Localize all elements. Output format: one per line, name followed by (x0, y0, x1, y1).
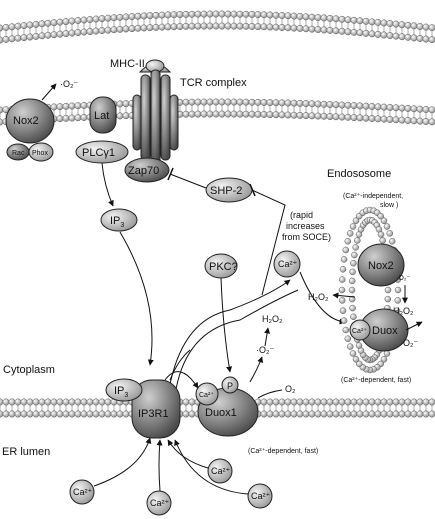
calcium-lumen-4 (247, 483, 273, 509)
endo-h2o2-left-label: H₂O₂ (308, 292, 329, 302)
ca-lumen-3-label: Ca²⁺ (211, 466, 231, 476)
o2-to-duox1-line (257, 389, 283, 399)
o2-label: O₂ (285, 384, 296, 394)
endo-o2-a-label: ·O₂⁻ (396, 275, 410, 282)
nox2-label: Nox2 (13, 115, 39, 127)
ca-to-endosome-arrow (299, 271, 346, 325)
endo-o2-b-label: O₂⁻ (403, 338, 418, 348)
superoxide-top-label: ·O₂⁻ (60, 79, 78, 89)
rapid-line3: from SOCE) (282, 232, 331, 242)
lat-label: Lat (94, 110, 109, 122)
endo-dependent-label: (Ca²⁺-dependent, fast) (341, 376, 411, 384)
ca-flux-line-2 (167, 279, 291, 396)
endo-h2o2-out-arrow (332, 292, 356, 299)
duox1-label: Duox1 (205, 407, 237, 419)
rapid-line1: (rapid (290, 210, 313, 220)
ca-lumen-1-label: Ca²⁺ (73, 487, 93, 497)
inhibition-bar (167, 167, 174, 181)
h2o2-inhibits-shp2 (251, 189, 286, 296)
ip3-to-receptor-arrow (119, 231, 154, 366)
endo-h2o2-right-label: H₂O₂ (393, 306, 414, 316)
zap70-label: Zap70 (128, 165, 159, 177)
ca-bound-label: Ca²⁺ (199, 391, 214, 399)
tcr-complex (132, 69, 179, 166)
ip3r1-receptor (131, 379, 181, 439)
endosome-label: Endososome (327, 168, 391, 180)
cytoplasm-label: Cytoplasm (3, 364, 55, 376)
rac-label: Rac (12, 150, 25, 157)
endo-nox2-label: Nox2 (368, 260, 394, 272)
rapid-line2: increases (286, 221, 325, 231)
ca-lumen-4-label: Ca²⁺ (251, 491, 271, 501)
endo-ca-label: Ca²⁺ (352, 327, 367, 335)
ip3-free-label: IP3 (110, 215, 124, 229)
endosome-duox (349, 308, 409, 352)
calcium-lumen-2 (146, 490, 172, 516)
ip3-bound-label: IP3 (114, 385, 128, 399)
superoxide-arrow-top (41, 83, 57, 101)
plc-to-ip3-arrow (101, 162, 114, 207)
shp2-label: SHP-2 (210, 185, 242, 197)
plasma-membrane (0, 98, 435, 126)
ca-release-arrow-2 (169, 349, 191, 381)
er-dependent-label: (Ca²⁺-dependent, fast) (248, 447, 318, 455)
pkc-to-p-arrow (220, 277, 233, 373)
calcium-lumen-1 (69, 479, 95, 505)
lat-protein (89, 96, 117, 134)
ip3r1-label: IP3R1 (138, 408, 169, 420)
er-lumen-label: ER lumen (2, 446, 50, 458)
ca-flux-line-1 (174, 289, 299, 396)
h2o2-mid-label: H₂O₂ (262, 314, 283, 324)
zap70 (124, 157, 170, 183)
shp2-inhibition-bar (249, 183, 256, 197)
p-label: P (227, 381, 233, 391)
plc-label: PLCγ1 (82, 147, 115, 159)
calcium-lumen-3 (207, 458, 233, 484)
ip3-free (100, 208, 138, 232)
calcium-ion-mid (273, 250, 301, 278)
duox1-enzyme (195, 376, 259, 437)
duox-to-o2-arrow (249, 356, 263, 383)
o2-mid-label: ·O₂⁻ (256, 345, 274, 355)
endosome-nox2 (357, 243, 405, 287)
ca-lumen-flow-1 (93, 437, 152, 487)
ca-lumen-flow-4 (174, 439, 249, 495)
tcr-complex-label: TCR complex (180, 77, 247, 89)
ip3-bound (105, 378, 143, 402)
ca-release-arrow-1 (164, 371, 199, 389)
lipid-membranes (0, 10, 435, 418)
nox2-complex (5, 98, 55, 162)
endo-duox-o2-arrow (405, 321, 423, 331)
pkc-label: PKC? (209, 261, 238, 273)
endo-independent-label: (Ca²⁺-independent, (343, 192, 403, 200)
phox-label: Phox (32, 150, 48, 157)
endo-duox-label: Duox (372, 325, 398, 337)
ca-lumen-2-label: Ca²⁺ (150, 498, 170, 508)
shp2-inhibits-zap70 (169, 173, 207, 189)
ca-lumen-flow-2 (156, 439, 163, 492)
o2-to-h2o2-arrow (264, 327, 271, 347)
apc-membrane (0, 10, 435, 44)
mhc-ii-label: MHC-II (110, 58, 145, 70)
ca-mid-label: Ca²⁺ (278, 259, 298, 269)
endo-slow-label: slow ) (380, 202, 398, 209)
